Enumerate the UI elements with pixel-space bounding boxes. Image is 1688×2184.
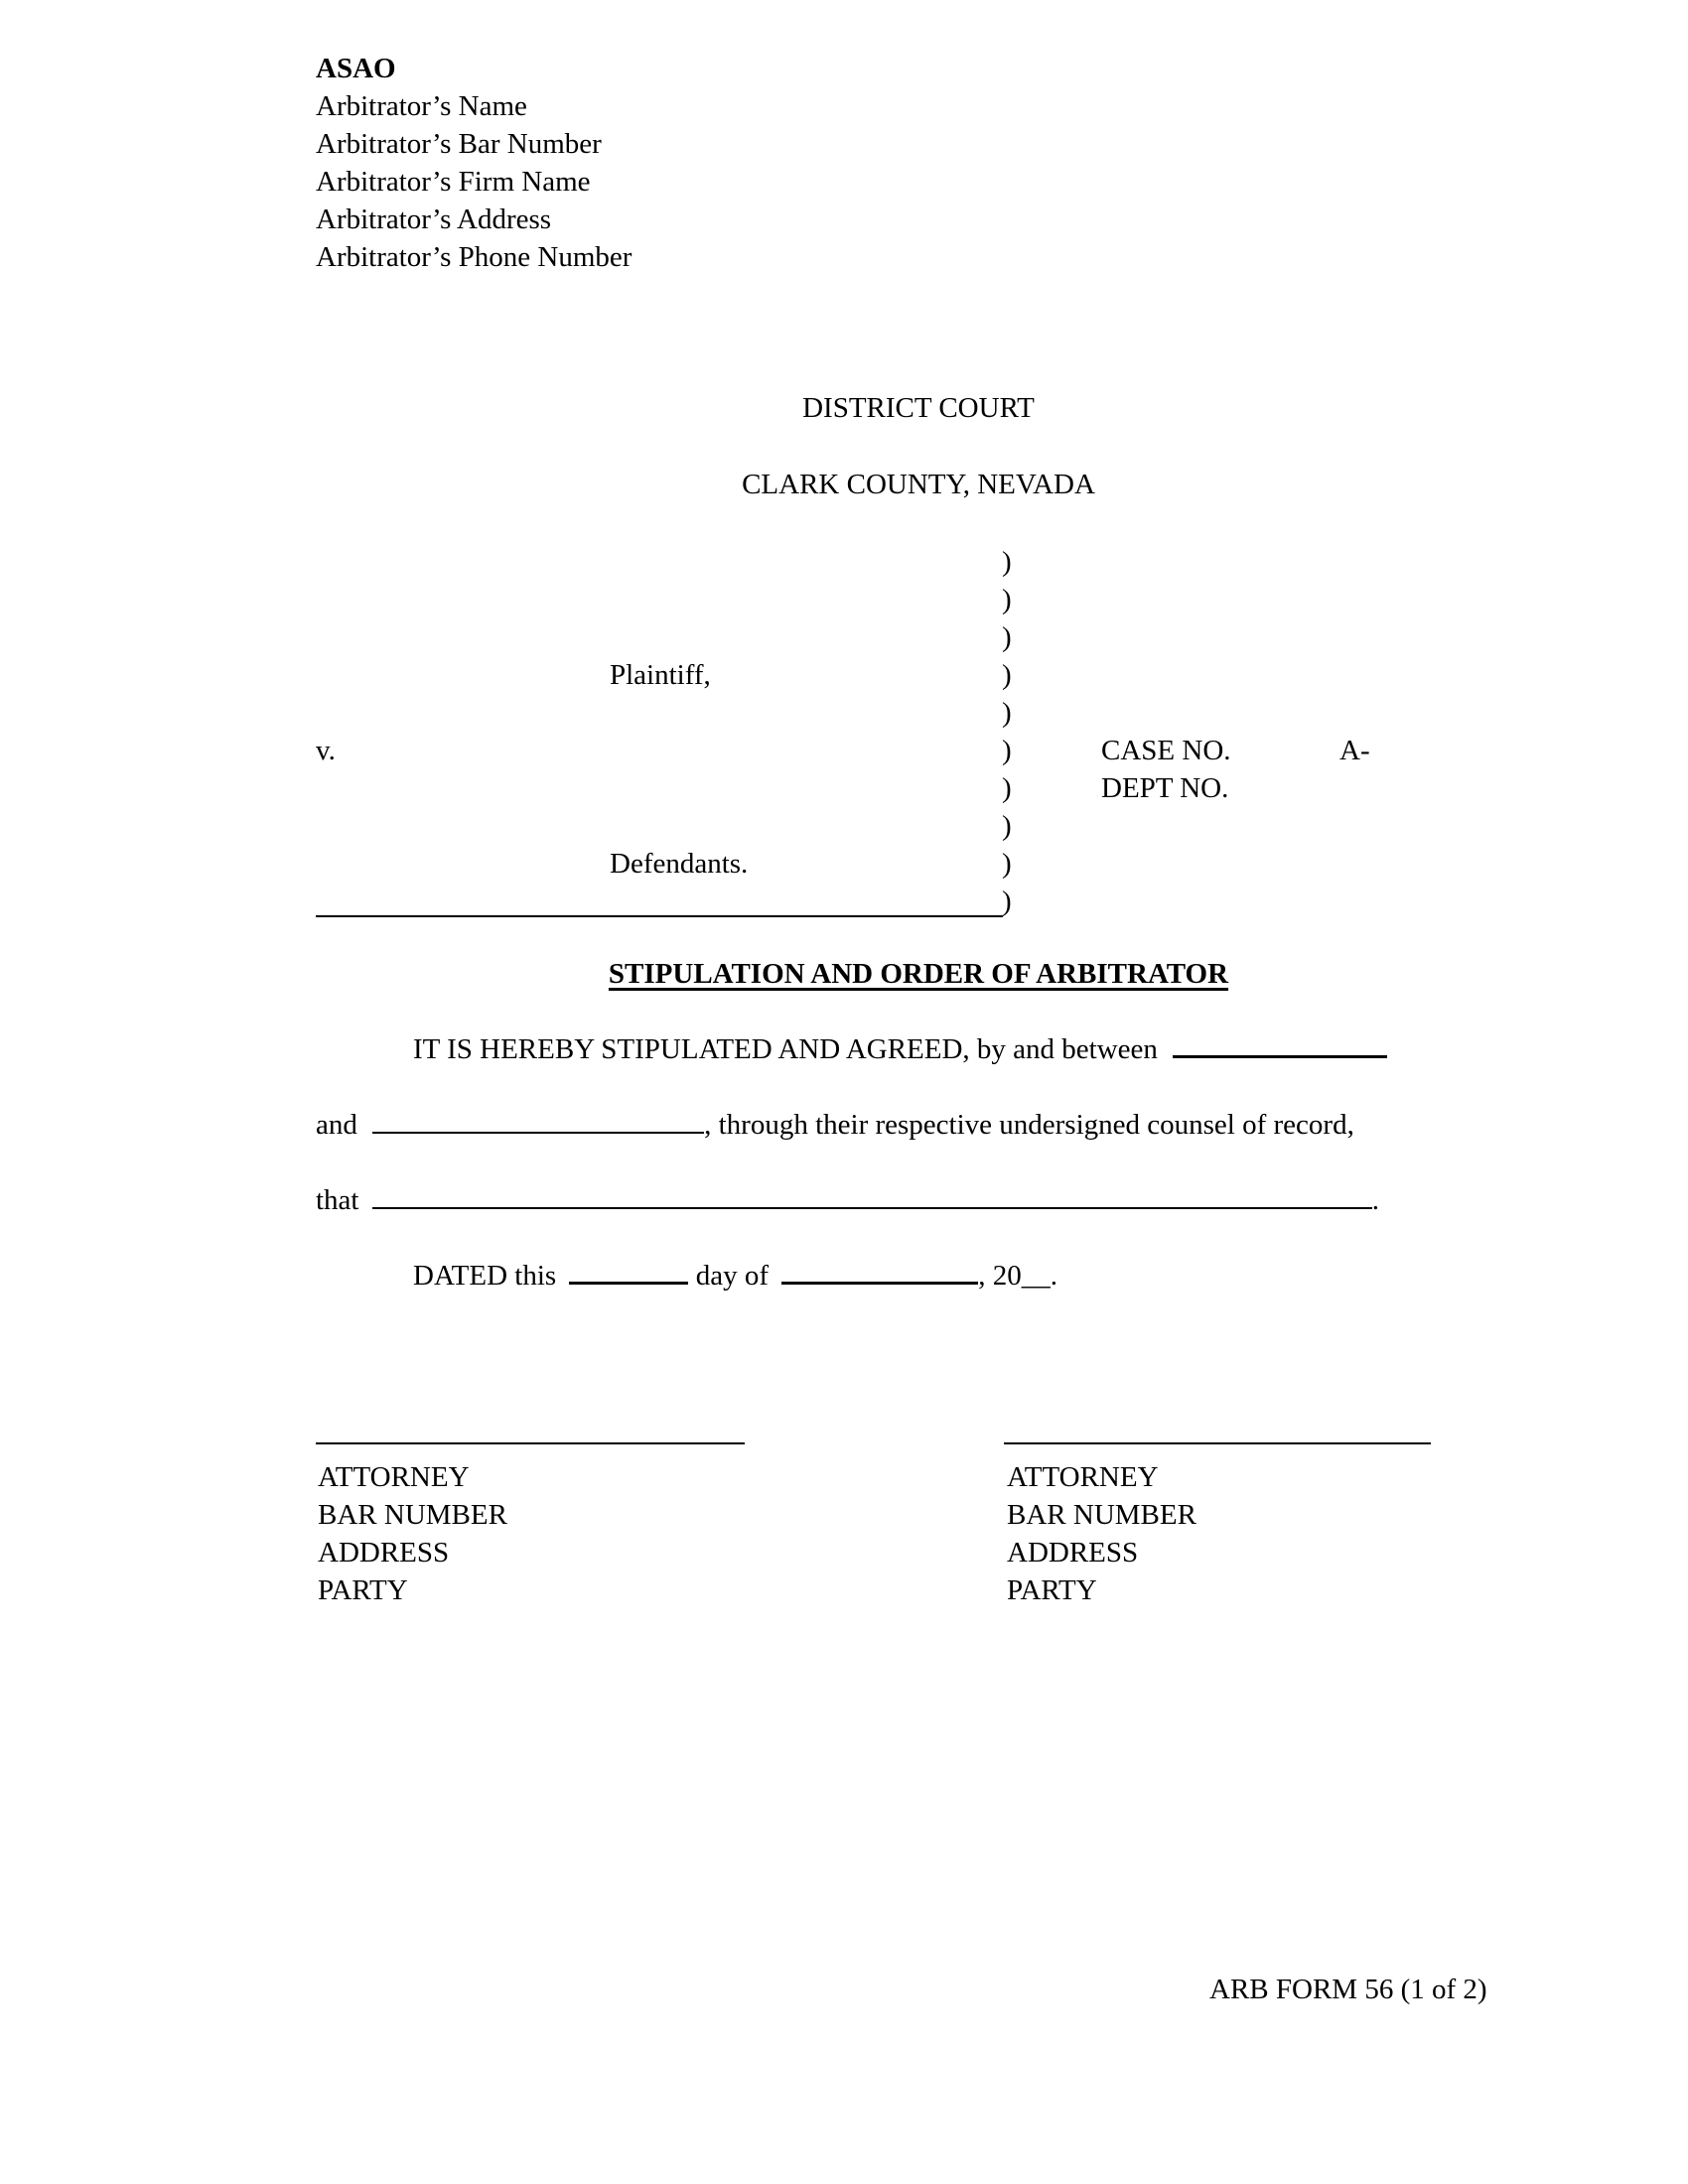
address-label: ADDRESS bbox=[1007, 1537, 1139, 1569]
day-of-label: day of bbox=[695, 1260, 769, 1292]
bar-number-label: BAR NUMBER bbox=[318, 1499, 507, 1531]
day-blank[interactable] bbox=[569, 1281, 689, 1285]
caption-underline bbox=[316, 915, 1003, 917]
party-label: PARTY bbox=[318, 1574, 408, 1606]
attorney-label: ATTORNEY bbox=[318, 1461, 470, 1493]
caption-paren: ) bbox=[1002, 584, 1012, 615]
signature-line[interactable] bbox=[316, 1442, 745, 1444]
form-footer: ARB FORM 56 (1 of 2) bbox=[1209, 1974, 1487, 2005]
case-no-value[interactable]: A- bbox=[1339, 735, 1370, 766]
caption-paren: ) bbox=[1002, 810, 1012, 842]
attorney-label: ATTORNEY bbox=[1007, 1461, 1159, 1493]
arbitrator-name: Arbitrator’s Name bbox=[316, 90, 527, 122]
arbitrator-firm-name: Arbitrator’s Firm Name bbox=[316, 166, 591, 198]
and-label: and bbox=[316, 1109, 357, 1141]
caption-paren: ) bbox=[1002, 697, 1012, 729]
caption-paren: ) bbox=[1002, 659, 1012, 691]
caption-paren: ) bbox=[1002, 735, 1012, 766]
period: . bbox=[1371, 1184, 1379, 1216]
caption-paren: ) bbox=[1002, 886, 1012, 917]
bar-number-label: BAR NUMBER bbox=[1007, 1499, 1196, 1531]
year-label: , 20__. bbox=[978, 1260, 1057, 1292]
signature-line[interactable] bbox=[1004, 1442, 1431, 1444]
caption-paren: ) bbox=[1002, 546, 1012, 578]
defendants-label: Defendants. bbox=[610, 848, 749, 880]
arbitrator-bar-number: Arbitrator’s Bar Number bbox=[316, 128, 602, 160]
court-county: CLARK COUNTY, NEVADA bbox=[742, 469, 1095, 500]
court-name: DISTRICT COURT bbox=[802, 392, 1035, 424]
versus-label: v. bbox=[316, 735, 336, 766]
stipulation-line-1: IT IS HEREBY STIPULATED AND AGREED, by a… bbox=[413, 1033, 1158, 1065]
party-1-blank[interactable] bbox=[1173, 1054, 1388, 1058]
document-title: STIPULATION AND ORDER OF ARBITRATOR bbox=[608, 958, 1229, 990]
stipulation-terms-blank[interactable] bbox=[371, 1206, 1372, 1209]
caption-paren: ) bbox=[1002, 848, 1012, 880]
case-no-label: CASE NO. bbox=[1101, 735, 1231, 766]
stipulation-line-2: , through their respective undersigned c… bbox=[704, 1109, 1354, 1141]
arbitrator-address: Arbitrator’s Address bbox=[316, 204, 552, 235]
that-label: that bbox=[316, 1184, 359, 1216]
dated-label: DATED this bbox=[413, 1260, 557, 1292]
caption-paren: ) bbox=[1002, 772, 1012, 804]
party-label: PARTY bbox=[1007, 1574, 1097, 1606]
org-name: ASAO bbox=[316, 53, 396, 84]
arbitrator-phone: Arbitrator’s Phone Number bbox=[316, 241, 633, 273]
address-label: ADDRESS bbox=[318, 1537, 450, 1569]
month-blank[interactable] bbox=[781, 1281, 979, 1285]
party-2-blank[interactable] bbox=[372, 1131, 705, 1134]
dept-no-label: DEPT NO. bbox=[1101, 772, 1229, 804]
plaintiff-label: Plaintiff, bbox=[610, 659, 711, 691]
caption-paren: ) bbox=[1002, 621, 1012, 653]
